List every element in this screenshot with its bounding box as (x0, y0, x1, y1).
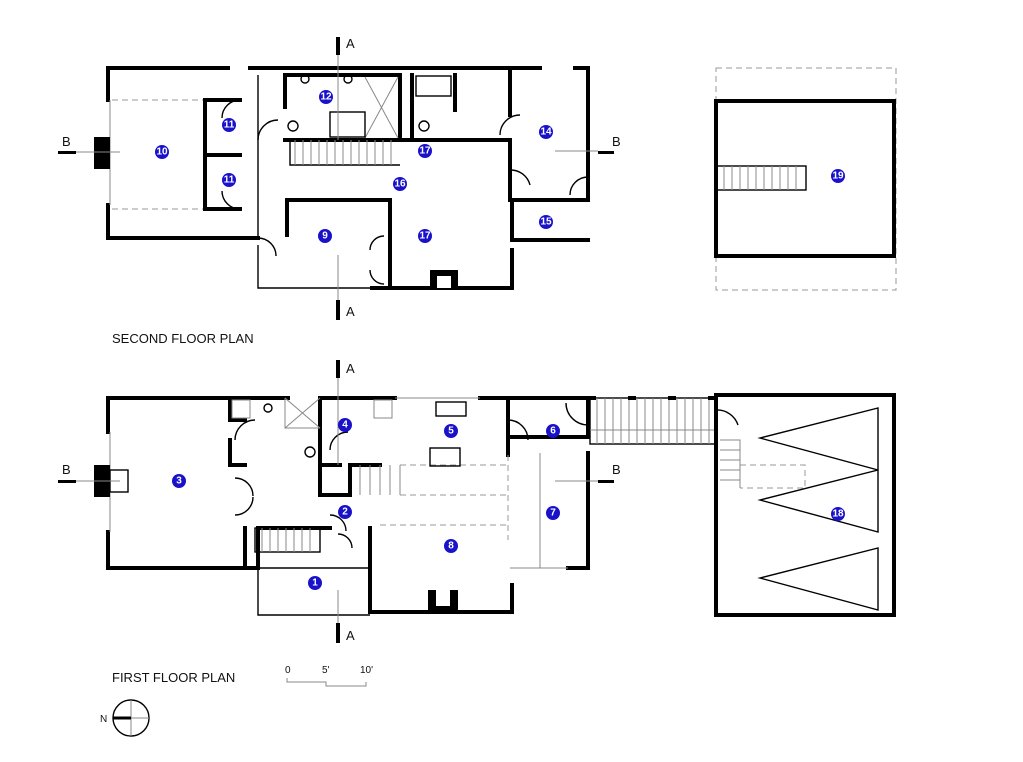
room-bubble (172, 474, 186, 488)
room-number: 12 (320, 92, 332, 103)
room-number: 18 (832, 509, 844, 520)
room-bubble (418, 229, 432, 243)
section-a-label: A (346, 36, 355, 51)
room-bubble (831, 507, 845, 521)
fireplace (94, 137, 110, 169)
section-b-label: B (62, 134, 71, 149)
room-bubble (318, 229, 332, 243)
section-b-label: B (62, 462, 71, 477)
room-number: 17 (419, 231, 431, 242)
room-bubble (539, 215, 553, 229)
section-a-label: A (346, 628, 355, 643)
room-number: 14 (540, 127, 552, 138)
room-number: 19 (832, 171, 844, 182)
north-arrow-icon: N (100, 699, 150, 737)
room-bubble (338, 418, 352, 432)
room-bubble (222, 173, 236, 187)
room-number: 2 (342, 507, 348, 518)
room-bubble (539, 125, 553, 139)
section-markers: A A B B A A B B (58, 36, 621, 643)
scale-zero: 0 (285, 665, 291, 676)
room-bubble (319, 90, 333, 104)
room-number: 11 (224, 120, 235, 131)
room-number: 7 (550, 508, 556, 519)
section-a-label: A (346, 361, 355, 376)
first-floor-plan (76, 378, 598, 623)
room-number: 10 (156, 147, 168, 158)
room-bubble (393, 177, 407, 191)
room-bubble (546, 506, 560, 520)
section-b-label: B (612, 462, 621, 477)
room-number: 11 (224, 175, 235, 186)
room-bubble (546, 424, 560, 438)
room-number: 3 (176, 476, 182, 487)
bridge-walkway (588, 396, 717, 445)
room-number: 17 (419, 146, 431, 157)
room-bubble (338, 505, 352, 519)
room-number: 1 (312, 578, 318, 589)
scale-bar: 0 5' 10' (285, 665, 373, 687)
room-bubble (444, 424, 458, 438)
room-number: 15 (540, 217, 552, 228)
room-number: 9 (322, 231, 328, 242)
room-bubble (222, 118, 236, 132)
room-number: 16 (394, 179, 406, 190)
first-floor-title: FIRST FLOOR PLAN (112, 670, 235, 685)
room-bubble (155, 145, 169, 159)
room-number: 8 (448, 541, 454, 552)
north-label: N (100, 714, 107, 725)
second-floor-title: SECOND FLOOR PLAN (112, 331, 254, 346)
room-number: 4 (342, 420, 348, 431)
scale-five: 5' (322, 665, 330, 676)
second-floor-plan (76, 55, 598, 300)
room-bubble (831, 169, 845, 183)
room-bubble (418, 144, 432, 158)
scale-ten: 10' (360, 665, 373, 676)
room-bubble (308, 576, 322, 590)
building-19 (714, 67, 897, 291)
room-number: 6 (550, 426, 556, 437)
section-a-label: A (346, 304, 355, 319)
room-bubble (444, 539, 458, 553)
room-number: 5 (448, 426, 454, 437)
section-b-label: B (612, 134, 621, 149)
garage-18 (714, 393, 896, 617)
